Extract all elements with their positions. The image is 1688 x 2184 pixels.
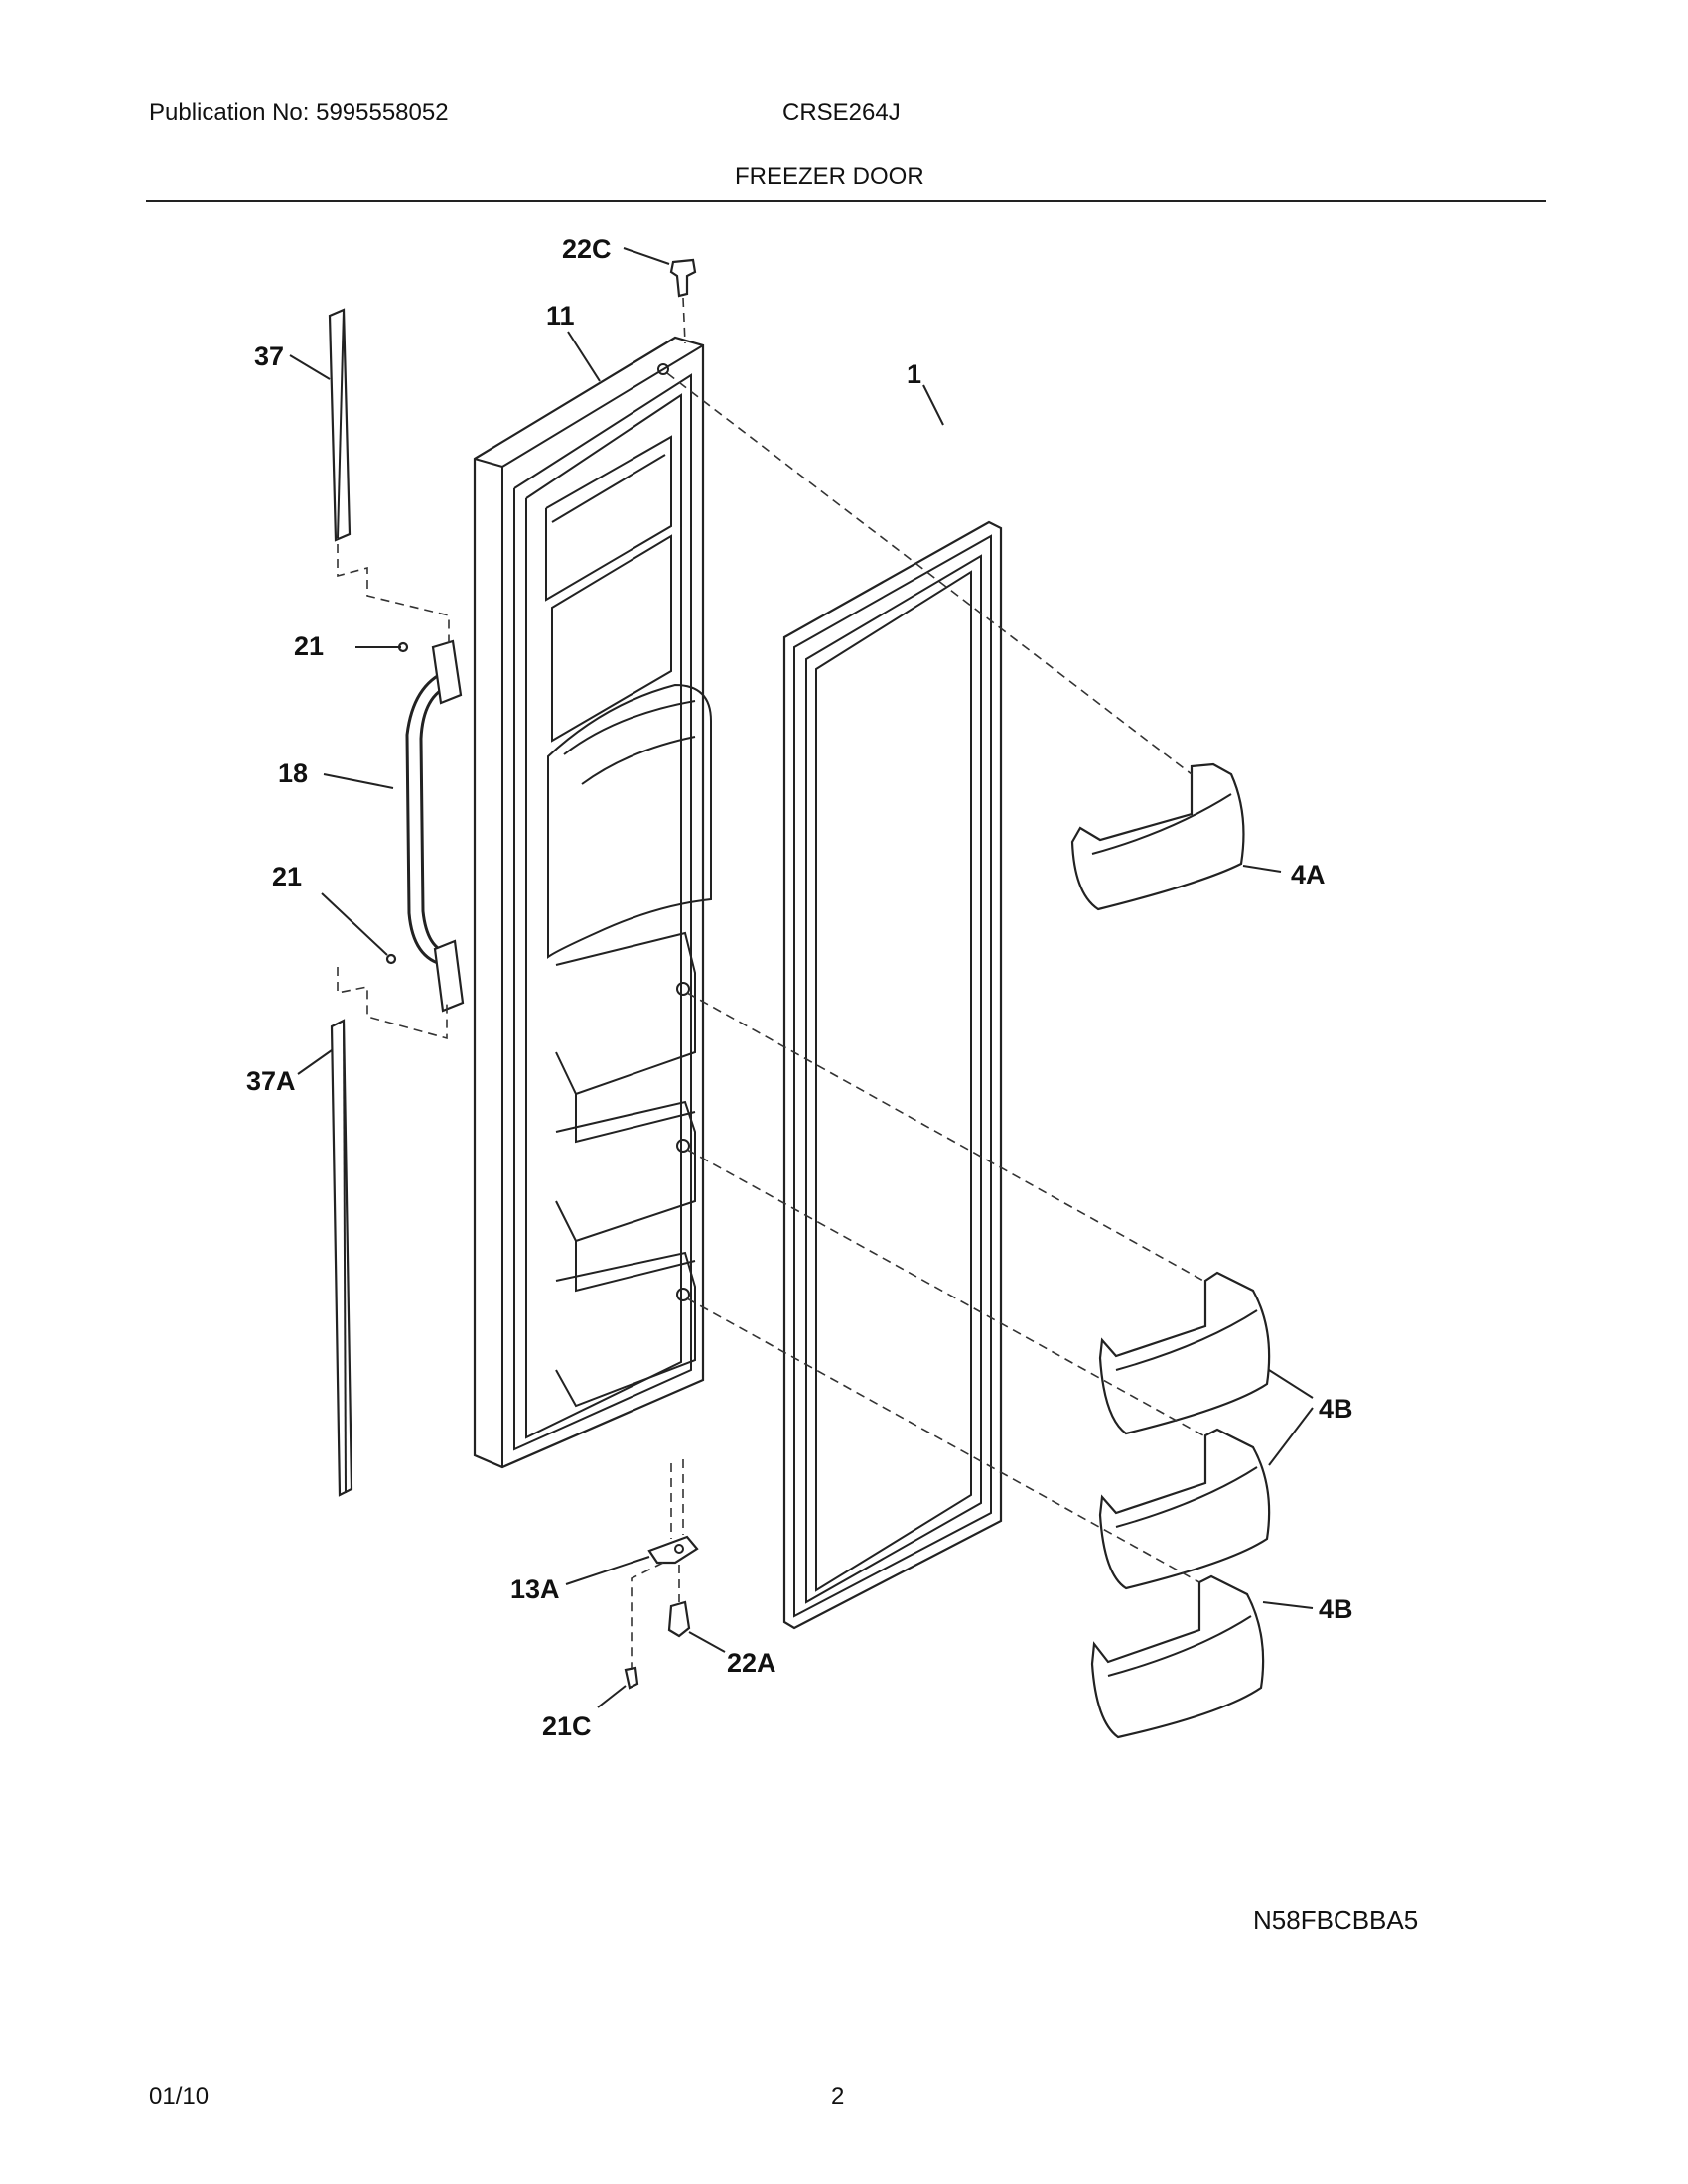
trim-strip-37A-part: [330, 1019, 353, 1497]
hinge-pin-22C-part: [669, 258, 697, 298]
callout-leader-lines: [289, 247, 1314, 1708]
model-number: CRSE264J: [782, 99, 901, 126]
diagram-code: N58FBCBBA5: [1253, 1905, 1419, 1935]
callout-21C: 21C: [542, 1711, 592, 1741]
door-gasket-part: [782, 520, 1003, 1630]
header-rule: [146, 200, 1546, 202]
callout-labels: 22C 11 37 1 21 18 21 4A 37A 4B 13A 22A 4…: [246, 234, 1353, 1741]
callout-4B-upper: 4B: [1319, 1394, 1353, 1424]
callout-4A: 4A: [1291, 860, 1326, 889]
callout-13A: 13A: [510, 1574, 560, 1604]
callout-37A: 37A: [246, 1066, 296, 1096]
footer-date: 01/10: [149, 2083, 210, 2110]
hinge-pin-22A-part: [667, 1600, 691, 1638]
callout-22C: 22C: [562, 234, 612, 264]
callout-22A: 22A: [727, 1648, 776, 1678]
callout-1: 1: [907, 359, 921, 389]
callout-21-bottom: 21: [272, 862, 302, 891]
callout-11: 11: [546, 301, 575, 331]
door-bin-4B-middle-part: [1098, 1428, 1271, 1590]
door-bin-4B-upper-part: [1098, 1271, 1271, 1435]
trim-strip-37-part: [328, 308, 352, 542]
callout-18: 18: [278, 758, 308, 788]
screw-21C-part: [624, 1666, 639, 1690]
door-bin-4B-lower-part: [1090, 1574, 1265, 1739]
screw-21-bottom-part: [385, 953, 397, 965]
page-number: 2: [831, 2083, 845, 2110]
door-handle-part: [405, 639, 465, 1013]
callout-4B-lower: 4B: [1319, 1594, 1353, 1624]
callout-37: 37: [254, 341, 284, 371]
hinge-13A-part: [647, 1535, 699, 1565]
section-title: FREEZER DOOR: [735, 163, 924, 190]
publication-number: Publication No: 5995558052: [149, 99, 449, 126]
assembly-dashed-lines: [337, 297, 1204, 1668]
door-bin-4A-part: [1070, 762, 1245, 911]
callout-21-top: 21: [294, 631, 324, 661]
door-panel-part: [473, 336, 712, 1469]
